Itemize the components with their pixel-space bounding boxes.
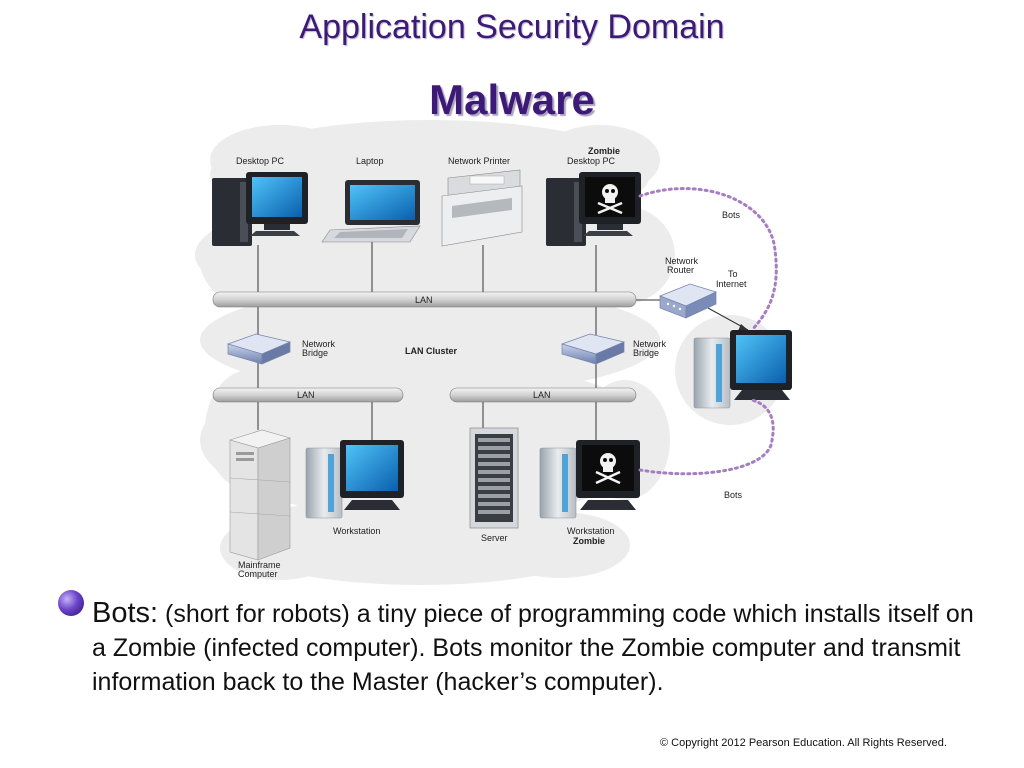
network-bridge-left-icon bbox=[226, 333, 292, 365]
label-network-bridge-left-line2: Bridge bbox=[302, 348, 328, 358]
network-diagram: Desktop PC Laptop Network Printer Zombie… bbox=[195, 120, 792, 585]
slide-title: Application Security Domain bbox=[299, 8, 725, 46]
label-lan-left: LAN bbox=[297, 390, 315, 400]
server-icon bbox=[469, 427, 519, 529]
label-to-internet-line1: To bbox=[728, 269, 738, 279]
label-workstation: Workstation bbox=[333, 526, 380, 536]
label-laptop: Laptop bbox=[356, 156, 384, 166]
label-network-bridge-right-line1: Network bbox=[633, 339, 667, 349]
connection-lines bbox=[257, 240, 660, 440]
label-network-router-line2: Router bbox=[667, 265, 694, 275]
workstation-zombie-icon bbox=[539, 440, 640, 519]
label-lan-right: LAN bbox=[533, 390, 551, 400]
label-desktop-pc: Desktop PC bbox=[236, 156, 285, 166]
desktop-pc-icon bbox=[212, 172, 308, 246]
label-zombie-line2: Desktop PC bbox=[567, 156, 616, 166]
internet-arrow-icon bbox=[738, 324, 748, 331]
label-zombie-line1: Zombie bbox=[588, 146, 620, 156]
zombie-desktop-pc-icon bbox=[546, 172, 641, 246]
label-lan-top: LAN bbox=[415, 295, 433, 305]
label-network-router-line1: Network bbox=[665, 256, 699, 266]
label-lan-cluster: LAN Cluster bbox=[405, 346, 458, 356]
label-to-internet-line2: Internet bbox=[716, 279, 747, 289]
lan-pipe-bottom-left bbox=[212, 387, 404, 403]
label-mainframe-line1: Mainframe bbox=[238, 560, 281, 570]
workstation-icon bbox=[305, 440, 404, 519]
bullet-term: Bots: bbox=[92, 597, 159, 629]
label-network-bridge-right-line2: Bridge bbox=[633, 348, 659, 358]
label-server: Server bbox=[481, 533, 508, 543]
bullet-paragraph: Bots: (short for robots) a tiny piece of… bbox=[92, 596, 982, 699]
network-bridge-right-icon bbox=[560, 333, 626, 365]
laptop-icon bbox=[321, 180, 421, 243]
label-bots-top: Bots bbox=[722, 210, 741, 220]
label-mainframe-line2: Computer bbox=[238, 569, 278, 579]
bullet-description: (short for robots) a tiny piece of progr… bbox=[92, 600, 974, 696]
bot-chain-top bbox=[638, 187, 778, 332]
label-workstation-zombie-line2: Zombie bbox=[573, 536, 605, 546]
network-printer-icon bbox=[441, 169, 523, 247]
slide-subtitle: Malware bbox=[429, 76, 595, 123]
label-bots-bottom: Bots bbox=[724, 490, 743, 500]
lan-pipe-bottom-right bbox=[449, 387, 637, 403]
label-network-bridge-left-line1: Network bbox=[302, 339, 336, 349]
label-network-printer: Network Printer bbox=[448, 156, 510, 166]
copyright-notice: © Copyright 2012 Pearson Education. All … bbox=[660, 737, 947, 749]
internet-desktop-pc-icon bbox=[693, 330, 792, 409]
bot-chain-bottom bbox=[638, 398, 775, 476]
bullet-icon bbox=[58, 590, 84, 616]
mainframe-computer-icon bbox=[228, 429, 292, 561]
lan-pipe-top bbox=[212, 291, 637, 308]
label-workstation-zombie-line1: Workstation bbox=[567, 526, 614, 536]
network-router-icon bbox=[659, 283, 717, 319]
